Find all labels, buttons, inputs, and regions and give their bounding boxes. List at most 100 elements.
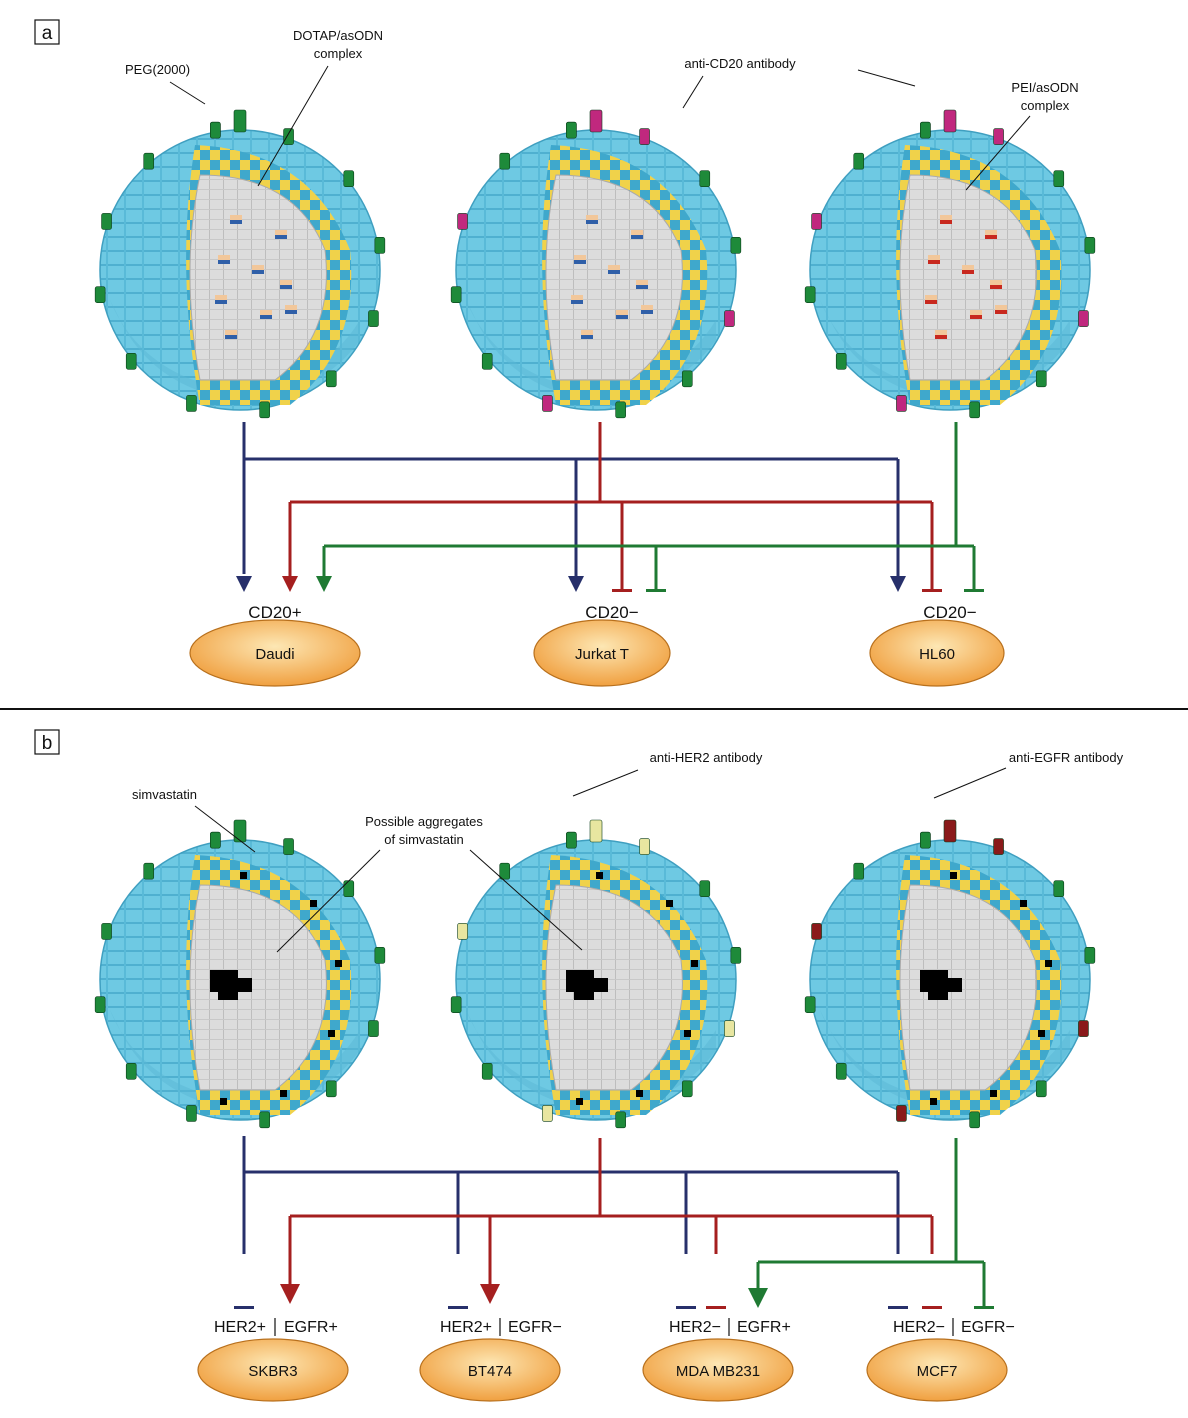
pointer-dotap	[257, 65, 329, 187]
cargo-complex-band	[586, 220, 598, 224]
cargo-complex	[970, 310, 982, 318]
marker-daudi: CD20+	[248, 603, 301, 622]
cargo-complex	[230, 215, 242, 223]
cargo-complex	[925, 295, 937, 303]
cargo-complex	[280, 280, 292, 288]
peg-chain	[920, 121, 931, 139]
cargo-complex-band	[252, 270, 264, 274]
simvastatin-molecule	[1038, 1030, 1045, 1037]
cargo-complex-band	[581, 335, 593, 339]
marker-mcf7-egfr: EGFR−	[961, 1319, 1015, 1336]
peg-chain	[835, 1062, 847, 1080]
cargo-complex-band	[631, 235, 643, 239]
cargo-complex	[631, 230, 643, 238]
peg-chain	[125, 1062, 137, 1080]
marker-hl60: CD20−	[923, 603, 976, 622]
simvastatin-aggregate	[210, 970, 252, 1000]
peg-chain	[481, 352, 493, 370]
simvastatin-molecule	[328, 1030, 335, 1037]
cargo-complex	[225, 330, 237, 338]
simvastatin-molecule	[280, 1090, 287, 1097]
cell-skbr3-label: SKBR3	[248, 1363, 297, 1380]
arrowhead	[280, 1284, 300, 1304]
label-anti-egfr: anti-EGFR antibody	[1009, 750, 1124, 765]
cargo-complex	[636, 280, 648, 288]
pointer-pei	[965, 115, 1031, 191]
peg-chain	[325, 370, 337, 388]
cargo-complex-band	[225, 335, 237, 339]
antibody	[896, 1105, 907, 1122]
surface-ligand	[589, 109, 603, 133]
cargo-complex-band	[928, 260, 940, 264]
antibody	[457, 213, 468, 230]
label-peg: PEG(2000)	[125, 62, 190, 77]
simvastatin-molecule	[636, 1090, 643, 1097]
cargo-complex-band	[995, 310, 1007, 314]
surface-ligand	[943, 819, 957, 843]
peg-chain	[1035, 1080, 1047, 1098]
cargo-complex-band	[970, 315, 982, 319]
cargo-complex	[285, 305, 297, 313]
aqueous-core	[545, 884, 683, 1091]
simvastatin-aggregate	[920, 970, 962, 1000]
cell-jurkat-label: Jurkat T	[575, 646, 629, 663]
peg-chain	[499, 152, 511, 170]
cargo-complex	[935, 330, 947, 338]
inhibition-bar	[706, 1306, 726, 1309]
peg-chain	[210, 121, 221, 139]
peg-chain	[374, 237, 386, 254]
inhibition-bar	[974, 1306, 994, 1309]
inhibition-bar	[964, 589, 984, 592]
cargo-complex	[218, 255, 230, 263]
liposome-particle	[804, 109, 1096, 419]
pointer-aggregates-1	[276, 849, 381, 953]
cell-mcf7	[866, 1338, 1008, 1402]
cargo-complex	[275, 230, 287, 238]
cell-bt474-label: BT474	[468, 1363, 512, 1380]
label-aggregates-1: Possible aggregates	[365, 814, 483, 829]
peg-chain	[283, 128, 294, 145]
antibody	[993, 128, 1004, 145]
simvastatin-molecule	[1020, 900, 1027, 907]
peg-chain	[450, 996, 462, 1013]
cargo-complex	[985, 230, 997, 238]
antibody	[542, 1105, 553, 1122]
peg-chain	[481, 1062, 493, 1080]
cargo-complex-band	[990, 285, 1002, 289]
shell-shading	[466, 300, 716, 399]
label-pei-1: PEI/asODN	[1011, 80, 1078, 95]
inhibition-bar	[646, 589, 666, 592]
inhibition-bar	[234, 1306, 254, 1309]
cargo-complex-band	[218, 260, 230, 264]
liposome-particle	[94, 819, 386, 1129]
simvastatin-molecule	[666, 900, 673, 907]
peg-chain	[343, 170, 355, 188]
peg-chain	[804, 286, 816, 303]
pointer-peg	[169, 81, 206, 105]
surface-ligand	[589, 819, 603, 843]
liposome-particle	[450, 109, 742, 419]
cargo-complex-band	[260, 315, 272, 319]
peg-chain	[969, 401, 980, 419]
panel-b-letter: b	[42, 733, 53, 754]
inhibition-bar	[448, 1306, 468, 1309]
antibody	[542, 395, 553, 412]
cargo-complex-band	[215, 300, 227, 304]
peg-chain	[1035, 370, 1047, 388]
marker-mda-her2: HER2−	[669, 1319, 721, 1336]
markers-b: HER2+ EGFR+ HER2+ EGFR− HER2− EGFR+ HER2…	[214, 1318, 1015, 1336]
cell-daudi-label: Daudi	[255, 646, 294, 663]
cargo-complex-band	[940, 220, 952, 224]
cargo-complex	[990, 280, 1002, 288]
panel-a: a PEG(2000) DOTAP/asODN complex anti-CD2…	[34, 19, 1096, 687]
link-b-red-arrowstems	[288, 1238, 492, 1286]
peg-chain	[681, 1080, 693, 1098]
peg-chain	[101, 213, 112, 230]
peg-chain	[259, 401, 270, 419]
simvastatin-molecule	[930, 1098, 937, 1105]
pointer-anti-her2	[572, 769, 639, 797]
antibody	[811, 213, 822, 230]
shell-shading	[110, 1010, 360, 1109]
simvastatin-molecule	[240, 872, 247, 879]
